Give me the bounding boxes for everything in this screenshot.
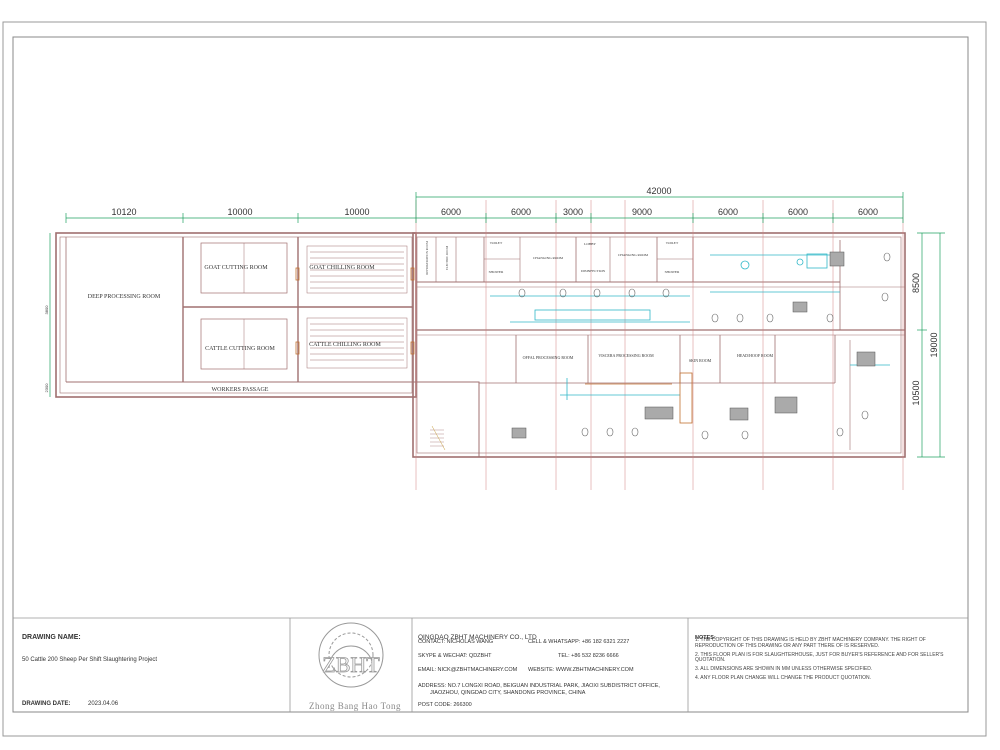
- floor-plan: [55, 232, 906, 458]
- contact: CONTACT: NICHOLAS WANG: [418, 639, 494, 645]
- dim-top-right-6: 6000: [788, 207, 808, 217]
- room-viscera-processing: VISCERA PROCESSING ROOM: [598, 353, 654, 358]
- drawing-name: 50 Cattle 200 Sheep Per Shift Slaughteri…: [22, 648, 157, 666]
- cell: CELL & WHATSAPP: +86 182 6321 2227: [528, 639, 630, 645]
- room-electric: ELECTRIC ROOM: [445, 246, 449, 270]
- room-changing: CHANGING ROOM: [533, 256, 564, 260]
- room-offal-processing: OFFAL PROCESSING ROOM: [523, 355, 574, 360]
- dim-top-right-4: 9000: [632, 207, 652, 217]
- room-refrigeration: REFRIGERATION ROOM: [425, 241, 429, 275]
- room-head-hoof: HEAD/HOOF ROOM: [737, 353, 774, 358]
- dim-top-left-3: 10000: [344, 207, 369, 217]
- room-toilet-1: TOILET: [490, 241, 503, 245]
- room-disinfection: DISINFECTION: [581, 269, 606, 273]
- dim-top-right-2: 6000: [511, 207, 531, 217]
- note-1: 1. THE COPYRIGHT OF THIS DRAWING IS HELD…: [695, 637, 926, 649]
- room-shower-1: SHOWER: [489, 270, 504, 274]
- drawing-date-text: 2023.04.06: [88, 701, 119, 707]
- dimension-texts: 42000 10120 10000 10000 6000 6000 3000 9…: [44, 186, 939, 406]
- dim-right-1: 8500: [911, 273, 921, 293]
- logo-caption: Zhong Bang Hao Tong: [309, 701, 401, 711]
- tel: TEL: +86 532 8236 6666: [558, 653, 619, 659]
- drawing-name-label: DRAWING NAME:: [22, 626, 81, 644]
- post-code: POST CODE: 266300: [418, 702, 472, 708]
- drawing-date-label: DRAWING DATE:: [22, 692, 71, 710]
- title-block-frame: [13, 617, 968, 712]
- zbht-logo: [318, 622, 384, 688]
- dim-total: 42000: [646, 186, 671, 196]
- inner-border: [12, 36, 969, 713]
- equipment-layout: [295, 251, 891, 451]
- website[interactable]: WEBSITE: WWW.ZBHTMACHINERY.COM: [528, 667, 634, 673]
- notes-label: NOTES:: [695, 626, 716, 644]
- room-cattle-cutting: CATTLE CUTTING ROOM: [205, 346, 275, 352]
- dim-top-right-7: 6000: [858, 207, 878, 217]
- room-changing-2: CHANGING ROOM: [618, 253, 649, 257]
- room-goat-chilling: GOAT CHILLING ROOM: [309, 265, 375, 271]
- company-name-text: QINGDAO ZBHT MACHINERY CO., LTD: [418, 634, 537, 641]
- dim-left-2: 2300: [44, 383, 49, 393]
- logo-text: ZBHT: [322, 652, 380, 677]
- drawing-date: 2023.04.06: [88, 692, 118, 710]
- drawing-name-label-text: DRAWING NAME:: [22, 634, 81, 641]
- room-lobby: LOBBY: [584, 242, 596, 246]
- email[interactable]: EMAIL: NICK@ZBHTMACHINERY.COM: [418, 667, 518, 673]
- room-goat-cutting: GOAT CUTTING ROOM: [204, 265, 268, 271]
- room-cattle-chilling: CATTLE CHILLING ROOM: [309, 342, 381, 348]
- drawing-date-label-text: DRAWING DATE:: [22, 701, 71, 707]
- dimension-lines: [49, 192, 945, 458]
- room-shower-2: SHOWER: [665, 270, 680, 274]
- notes-list: 1. THE COPYRIGHT OF THIS DRAWING IS HELD…: [695, 637, 950, 685]
- address-2: JIAOZHOU, QINGDAO CITY, SHANDONG PROVINC…: [430, 690, 586, 696]
- grid-lines: [415, 200, 904, 490]
- outer-border: [2, 21, 987, 737]
- dim-left-1: 3800: [44, 305, 49, 315]
- skype: SKYPE & WECHAT: QDZBHT: [418, 653, 492, 659]
- dim-top-left-2: 10000: [227, 207, 252, 217]
- dim-right-2: 10500: [911, 380, 921, 405]
- note-4: 4. ANY FLOOR PLAN CHANGE WILL CHANGE THE…: [695, 674, 872, 681]
- note-3: 3. ALL DIMENSIONS ARE SHOWN IN MM UNLESS…: [695, 666, 873, 672]
- dim-top-right-1: 6000: [441, 207, 461, 217]
- notes-label-text: NOTES:: [695, 635, 716, 641]
- dim-right-total: 19000: [929, 332, 939, 357]
- address-1: ADDRESS: NO.7 LONGXI ROAD, BEIGUAN INDUS…: [418, 683, 660, 689]
- room-skin: SKIN ROOM: [689, 358, 712, 363]
- drawing-name-text: 50 Cattle 200 Sheep Per Shift Slaughteri…: [22, 657, 158, 663]
- room-deep-processing: DEEP PROCESSING ROOM: [88, 294, 161, 300]
- room-labels: DEEP PROCESSING ROOM GOAT CUTTING ROOM G…: [88, 241, 774, 393]
- room-toilet-2: TOILET: [666, 241, 679, 245]
- company-name: QINGDAO ZBHT MACHINERY CO., LTD: [418, 626, 537, 644]
- note-2: 2. THIS FLOOR PLAN IS FOR SLAUGHTERHOUSE…: [695, 651, 944, 664]
- dim-top-right-5: 6000: [718, 207, 738, 217]
- dim-top-right-3: 3000: [563, 207, 583, 217]
- room-workers-passage: WORKERS PASSAGE: [212, 387, 269, 393]
- dim-top-left-1: 10120: [111, 207, 136, 217]
